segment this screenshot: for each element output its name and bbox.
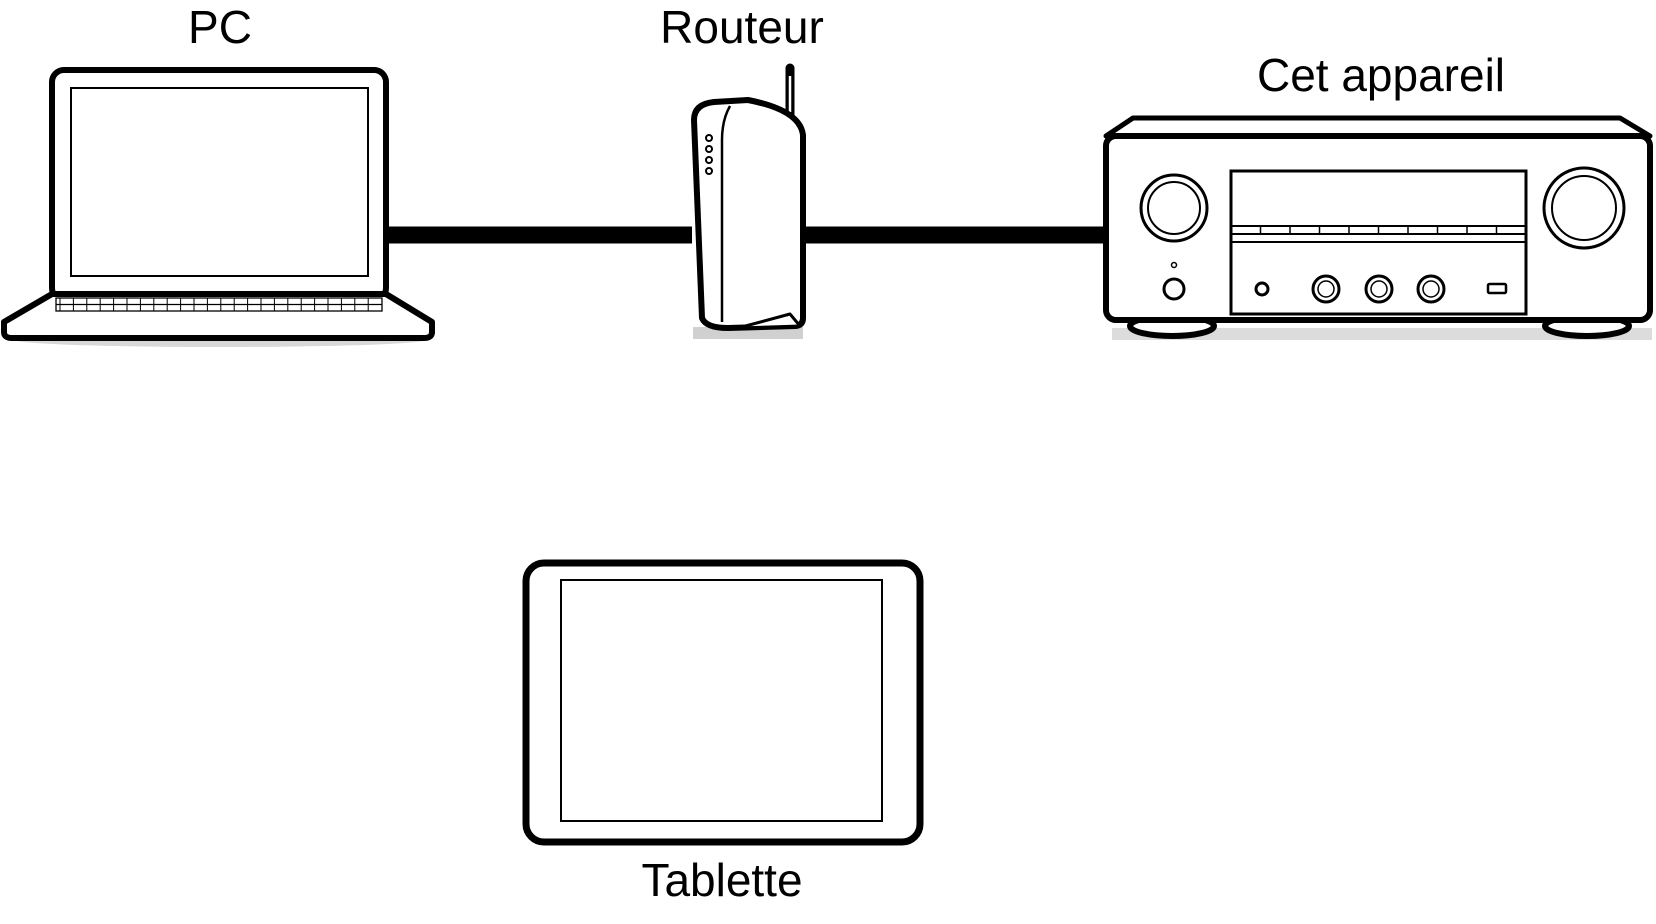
device-label: Cet appareil xyxy=(1256,49,1506,101)
router-label: Routeur xyxy=(660,1,824,53)
laptop-icon xyxy=(1,67,435,347)
tablet-label: Tablette xyxy=(641,854,803,906)
tablet-icon xyxy=(522,559,924,846)
router-icon xyxy=(691,63,806,339)
pc-label: PC xyxy=(188,1,252,53)
av-receiver-icon xyxy=(1103,115,1653,340)
